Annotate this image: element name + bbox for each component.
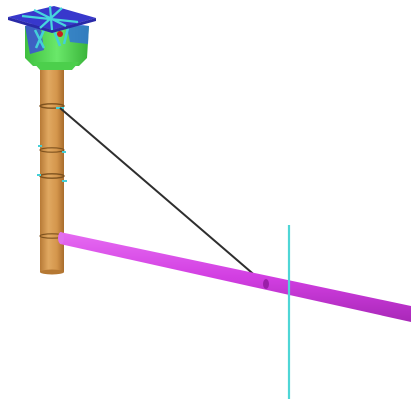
crossarm-body[interactable]	[60, 232, 411, 322]
pole-cap[interactable]	[8, 5, 96, 70]
guy-wire[interactable]	[59, 107, 266, 285]
crossarm[interactable]	[58, 232, 411, 322]
cap-cyan-strap	[33, 25, 70, 49]
cap-red-marker	[57, 31, 63, 37]
cap-top-brace	[21, 5, 79, 31]
cap-top-plate-edge	[8, 17, 96, 33]
pole-band-1	[39, 103, 65, 109]
pole-band-2	[39, 147, 65, 153]
cap-blue-face-left	[25, 22, 44, 54]
pole-bottom	[40, 269, 64, 275]
crossarm-end	[58, 232, 64, 244]
crossarm-joint	[263, 279, 269, 289]
cap-green-taper	[33, 62, 79, 70]
